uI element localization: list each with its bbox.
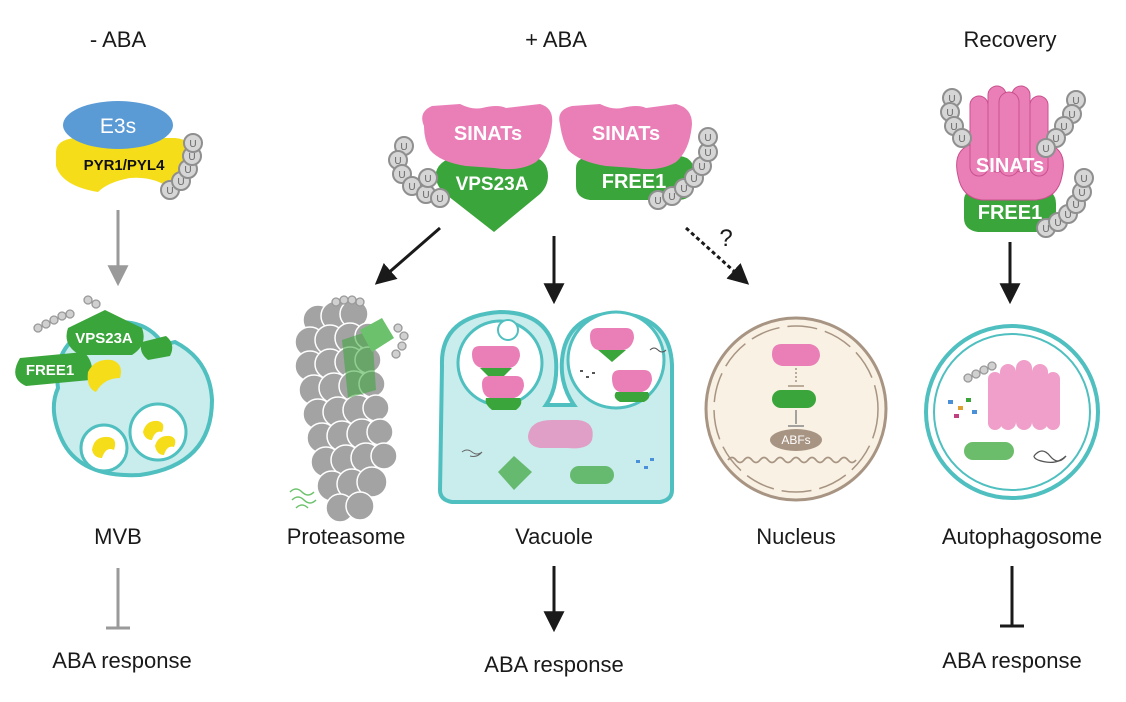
sinats-free1-oligomer: SINATs FREE1 [940,85,1094,238]
sinats-free1-complex: SINATs FREE1 [559,104,718,210]
e3s-pyr-complex: E3s PYR1/PYL4 [56,101,203,200]
sinats-label-1: SINATs [454,123,522,145]
e3s-protein [63,101,173,149]
column-title-minus-aba: - ABA [90,27,147,52]
sinats-oligomer [956,85,1064,201]
sinats-label-2: SINATs [592,123,660,145]
inhibition-mvb [106,568,130,630]
vps23a-label: VPS23A [75,330,133,347]
mvb-label: MVB [94,524,142,549]
column-recovery: Recovery SINATs FREE1 [924,27,1102,673]
vps23a-protein [66,310,144,355]
sinats-protein-2 [559,104,692,170]
abfs-label: ABFs [781,433,810,447]
pyr1-pyl4-label: PYR1/PYL4 [84,157,166,174]
nucleus: ABFs [704,316,888,502]
column-minus-aba: - ABA E3s PYR1/PYL4 VPS23A [15,27,215,673]
free1-label: FREE1 [26,362,74,379]
free1-label-3: FREE1 [978,202,1042,224]
vps23a-diamond [435,156,548,232]
mvb: VPS23A FREE1 [15,295,215,478]
column-title-recovery: Recovery [964,27,1057,52]
nucleus-envelope [704,316,888,502]
vacuole [437,309,674,504]
question-mark: ? [719,225,732,252]
pyr1-pyl4-protein [56,138,195,192]
proteasome [289,295,409,523]
vps23a-label-2: VPS23A [456,174,529,195]
autophagosome-label: Autophagosome [942,524,1102,549]
nucleus-label: Nucleus [756,524,835,549]
aba-response-plus: ABA response [484,652,623,677]
inhibition-autophagosome [1000,566,1024,628]
sinats-label-3: SINATs [976,155,1044,177]
e3s-label: E3s [100,115,136,138]
column-title-plus-aba: + ABA [525,27,587,52]
arrow-to-nucleus [684,226,750,285]
aba-response-minus: ABA response [52,648,191,673]
abfs-protein [770,429,822,451]
sinats-vps23a-complex: SINATs VPS23A [388,104,553,232]
column-plus-aba: + ABA SINATs VPS23A SINATs FREE1 [287,27,888,677]
autophagosome [924,324,1100,500]
proteasome-label: Proteasome [287,524,406,549]
aba-response-recovery: ABA response [942,648,1081,673]
sinats-protein-1 [422,104,553,170]
free1-protein [15,352,93,386]
dna-strand [727,456,857,464]
vacuole-label: Vacuole [515,524,593,549]
arrow-to-proteasome [374,226,441,285]
free1-label-2: FREE1 [602,171,666,193]
